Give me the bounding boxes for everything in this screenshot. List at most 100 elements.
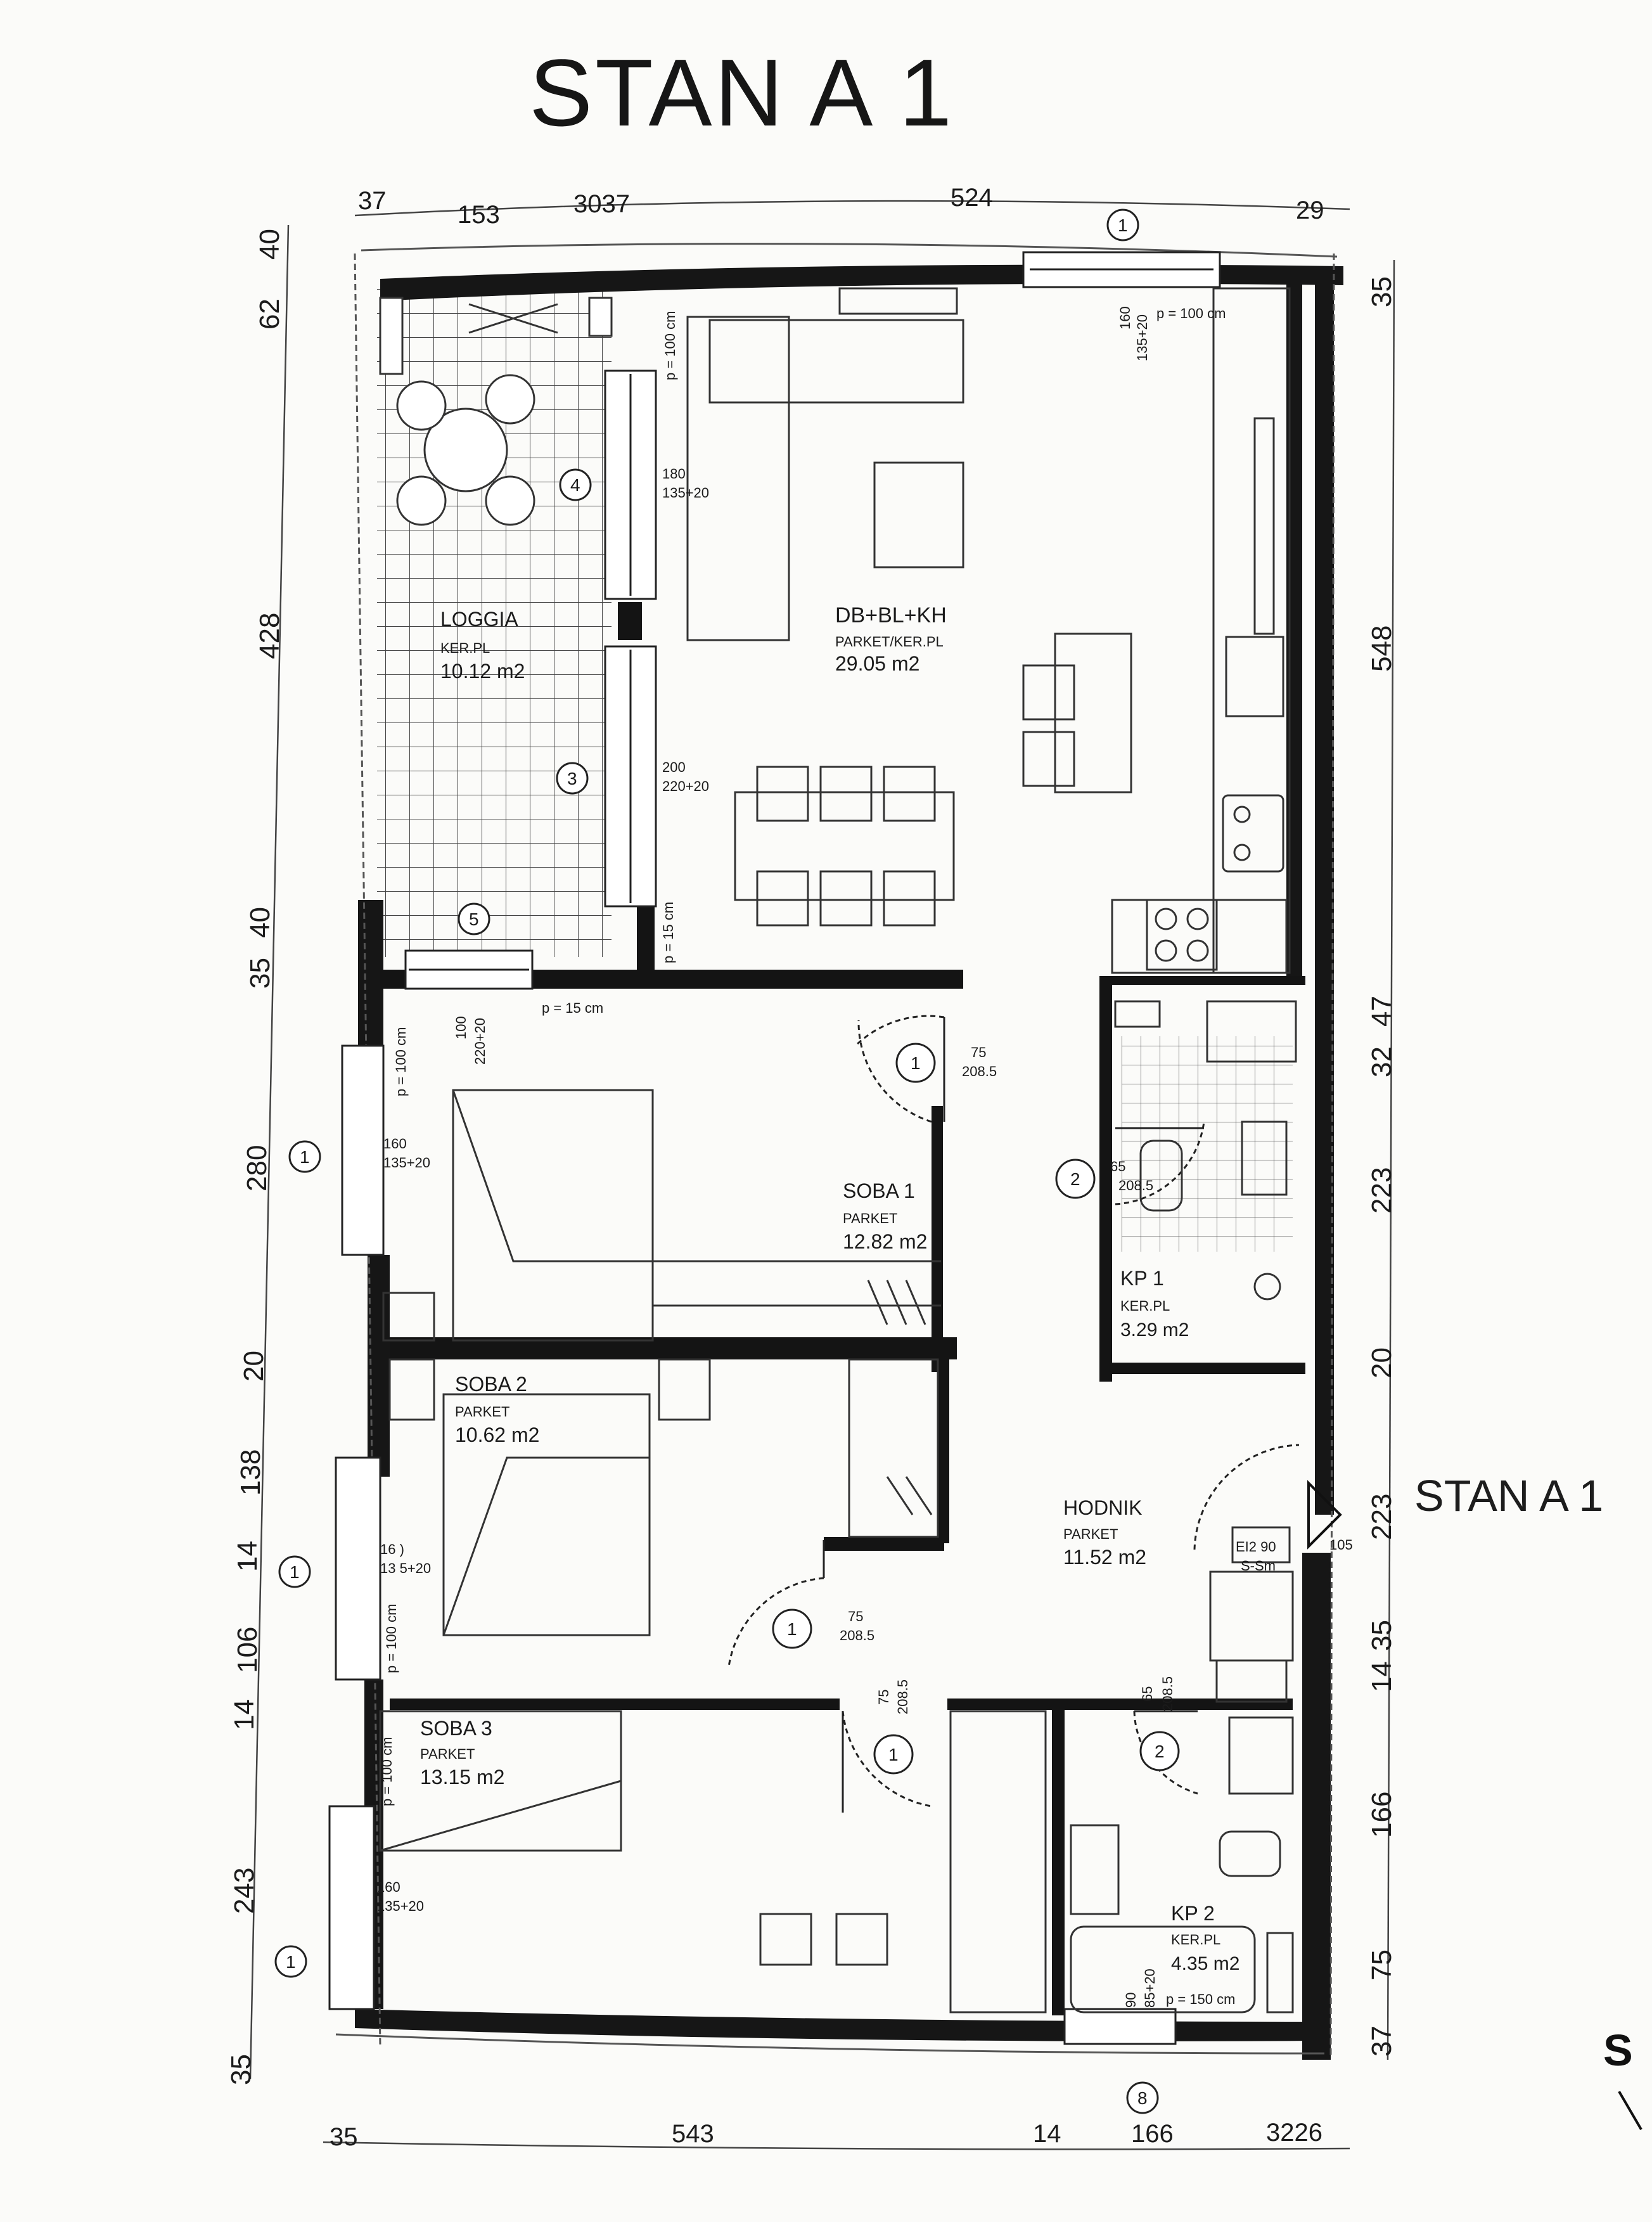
- svg-text:153: 153: [458, 201, 500, 229]
- svg-text:35: 35: [245, 958, 276, 989]
- room-kp2-area: 4.35 m2: [1171, 1953, 1239, 1974]
- svg-text:40: 40: [245, 907, 276, 938]
- svg-text:90: 90: [1123, 1993, 1139, 2008]
- svg-text:40: 40: [254, 229, 285, 260]
- svg-text:65: 65: [1110, 1159, 1125, 1174]
- svg-text:14: 14: [229, 1699, 260, 1730]
- svg-text:106: 106: [232, 1627, 263, 1673]
- svg-text:65: 65: [1139, 1686, 1155, 1702]
- svg-text:p = 15 cm: p = 15 cm: [542, 1000, 603, 1016]
- room-loggia-floor: KER.PL: [440, 640, 490, 656]
- svg-text:208.5: 208.5: [962, 1063, 997, 1079]
- room-soba3-name: SOBA 3: [420, 1717, 492, 1740]
- north-arrow-line: [1618, 2090, 1642, 2131]
- washer: [1215, 1659, 1288, 1703]
- svg-text:85+20: 85+20: [1142, 1968, 1158, 2008]
- svg-text:208.5: 208.5: [1160, 1676, 1175, 1711]
- svg-text:135+20: 135+20: [383, 1155, 430, 1171]
- door-leaves: [823, 1017, 1204, 1813]
- mark-d-soba2: 1: [787, 1619, 797, 1639]
- dim-right: 35 548 32 47 223 20 223 14 35 166 75 37: [1366, 276, 1397, 2057]
- svg-text:EI2 90: EI2 90: [1236, 1539, 1276, 1555]
- kp1-tiles: [1122, 1036, 1293, 1252]
- room-soba1-area: 12.82 m2: [843, 1230, 927, 1253]
- svg-text:223: 223: [1366, 1494, 1397, 1540]
- north-mark: S: [1603, 2026, 1633, 2075]
- bathroom-fixtures: [1070, 1000, 1297, 2013]
- svg-text:75: 75: [848, 1609, 863, 1624]
- svg-text:160: 160: [377, 1879, 400, 1895]
- svg-text:75: 75: [876, 1690, 892, 1705]
- dim-top: 37 153 3037 524 29: [358, 184, 1324, 229]
- unit-label: STAN A 1: [1414, 1471, 1604, 1520]
- svg-text:p = 100 cm: p = 100 cm: [393, 1027, 409, 1096]
- svg-text:208.5: 208.5: [1118, 1178, 1153, 1193]
- svg-text:p = 100 cm: p = 100 cm: [1156, 305, 1226, 321]
- door-swing-soba1-b: [857, 1020, 932, 1123]
- mark-w-top: 1: [1118, 215, 1128, 235]
- sink: [1222, 794, 1284, 873]
- svg-text:47: 47: [1366, 996, 1397, 1027]
- svg-text:35: 35: [330, 2123, 358, 2151]
- dining-table: [734, 791, 955, 901]
- bottom-wall: [355, 2009, 1324, 2041]
- svg-text:32: 32: [1366, 1046, 1397, 1077]
- room-hodnik-floor: PARKET: [1063, 1526, 1118, 1542]
- svg-text:548: 548: [1366, 626, 1397, 672]
- svg-text:138: 138: [235, 1449, 266, 1496]
- windows: [328, 251, 1221, 2045]
- mark-w-4: 4: [570, 475, 580, 495]
- svg-text:135+20: 135+20: [1134, 314, 1150, 361]
- svg-text:75: 75: [971, 1044, 986, 1060]
- svg-text:135+20: 135+20: [377, 1898, 424, 1914]
- door-swing-soba3: [842, 1711, 932, 1808]
- mark-w-soba2: 1: [290, 1562, 300, 1582]
- svg-text:543: 543: [672, 2120, 714, 2148]
- svg-text:37: 37: [358, 187, 387, 215]
- bed-soba1: [452, 1089, 654, 1342]
- room-living-area: 29.05 m2: [835, 652, 919, 675]
- toilet-kp2: [1219, 1830, 1281, 1877]
- svg-text:160: 160: [1117, 306, 1133, 330]
- bathtub: [1070, 1925, 1256, 2013]
- mark-w-3: 3: [567, 769, 577, 788]
- opening-marker-labels: 1 4 3 5 1 1 1 8 1 1 1 2 2: [286, 215, 1165, 2108]
- svg-text:16 ): 16 ): [380, 1541, 404, 1557]
- svg-text:280: 280: [241, 1145, 272, 1191]
- svg-text:S-Sm: S-Sm: [1241, 1558, 1276, 1574]
- room-soba2-floor: PARKET: [455, 1404, 509, 1420]
- room-kp1-name: KP 1: [1120, 1267, 1164, 1290]
- room-hodnik-area: 11.52 m2: [1063, 1546, 1146, 1569]
- opening-specs: 160 135+20 p = 100 cm 180 135+20 p = 100…: [377, 305, 1353, 2008]
- kitchen-island: [1054, 633, 1132, 793]
- room-soba2-name: SOBA 2: [455, 1373, 527, 1396]
- svg-text:20: 20: [238, 1351, 269, 1382]
- tv-unit: [838, 287, 958, 315]
- room-kp2-floor: KER.PL: [1171, 1932, 1220, 1948]
- svg-text:14: 14: [232, 1541, 263, 1572]
- svg-text:3037: 3037: [573, 190, 630, 218]
- door-swing-kp1: [1115, 1121, 1205, 1205]
- door-swing-entry: [1193, 1444, 1300, 1550]
- svg-text:p = 100 cm: p = 100 cm: [379, 1737, 395, 1806]
- entry-arrow: [1307, 1480, 1342, 1550]
- loggia-furniture: [379, 297, 613, 526]
- mark-d-soba1: 1: [911, 1053, 921, 1073]
- room-soba2-area: 10.62 m2: [455, 1423, 539, 1446]
- room-soba1-name: SOBA 1: [843, 1179, 915, 1202]
- svg-text:35: 35: [1366, 1620, 1397, 1651]
- svg-text:20: 20: [1366, 1347, 1397, 1378]
- svg-text:100: 100: [453, 1016, 469, 1039]
- room-living-name: DB+BL+KH: [835, 603, 947, 627]
- window-soba2: [335, 1456, 381, 1681]
- svg-text:160: 160: [383, 1136, 407, 1152]
- svg-text:220+20: 220+20: [472, 1018, 488, 1065]
- svg-text:14: 14: [1033, 2120, 1061, 2148]
- door-swing-soba2: [727, 1577, 824, 1667]
- room-kp1-floor: KER.PL: [1120, 1298, 1170, 1314]
- svg-text:208.5: 208.5: [840, 1628, 874, 1643]
- room-labels: LOGGIA KER.PL 10.12 m2 DB+BL+KH PARKET/K…: [420, 603, 1239, 1974]
- room-kp1-area: 3.29 m2: [1120, 1320, 1189, 1340]
- sink-kp1: [1241, 1121, 1288, 1196]
